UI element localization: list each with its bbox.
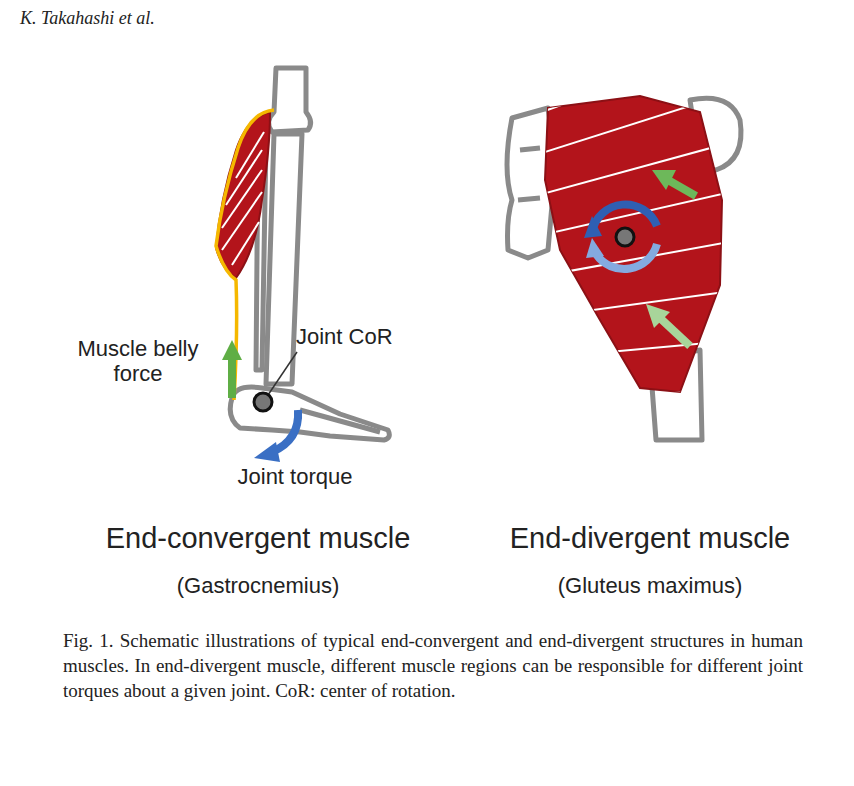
panel-subtitle: (Gluteus maximus) [500,573,800,598]
panel-title: End-convergent muscle [68,522,448,555]
gastrocnemius-muscle [216,110,274,400]
figure-caption: Fig. 1. Schematic illustrations of typic… [63,628,803,703]
force-label: Muscle belly force [58,336,218,387]
torque-label: Joint torque [210,464,380,489]
panel-title: End-divergent muscle [460,522,840,555]
joint-cor-marker [616,228,634,246]
region-force-arrows [646,170,696,346]
panel-subtitle: (Gastrocnemius) [108,573,408,598]
joint-label: Joint CoR [296,324,436,349]
joint-torque-arrow [254,410,298,462]
torque-arcs [584,204,657,269]
leader-line [268,352,297,395]
running-header: K. Takahashi et al. [20,8,320,29]
muscle-belly-force-arrow [222,340,242,398]
joint-cor-marker [254,393,272,411]
gluteus-maximus-muscle [520,40,740,400]
